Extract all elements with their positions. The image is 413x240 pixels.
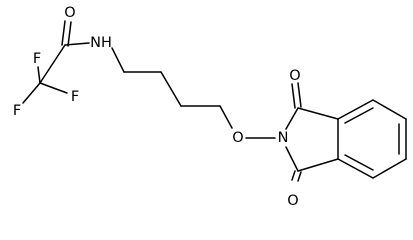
bond-carbonyl-double-1 <box>61 20 66 46</box>
atom-n-imide: N <box>278 130 289 146</box>
bond-carbonyl-double-2 <box>67 21 72 47</box>
bond-nh-to-chain <box>111 47 125 73</box>
bond-n-to-c-bottom <box>285 146 299 172</box>
bond-benzene-2 <box>372 99 407 120</box>
bond-benzene-4 <box>372 158 407 179</box>
atom-nh-amide: NH <box>90 35 112 51</box>
atom-o-imide-top: O <box>289 68 300 84</box>
atom-f-bottom: F <box>71 89 79 105</box>
bond-n-to-c-top <box>285 107 299 130</box>
molecule-structure-diagram: O F F F NH O N O O <box>13 5 407 209</box>
atom-o-amide-carbonyl: O <box>64 5 75 21</box>
bond-carbonyl-to-nh <box>64 42 90 46</box>
bond-cf3-to-f-top <box>37 66 41 84</box>
atom-o-imide-bottom: O <box>287 193 298 209</box>
bond-benzene-5 <box>337 158 374 179</box>
bond-benzene-inner-3 <box>344 154 374 171</box>
bond-benzene-1 <box>337 99 374 120</box>
bond-c-top-to-o-double-2 <box>297 82 302 108</box>
bond-c-top-to-ring <box>297 107 339 120</box>
atom-f-top: F <box>33 51 41 67</box>
bond-c-bottom-to-o-double-2 <box>297 171 302 182</box>
atom-o-ether: O <box>232 130 243 146</box>
bond-chain-2 <box>160 71 182 107</box>
bond-cf3-to-f-left <box>22 82 41 104</box>
bond-c-bottom-to-o-double-1 <box>291 170 296 181</box>
bond-chain-to-o-ether <box>219 105 233 129</box>
bond-benzene-inner-1 <box>344 107 374 124</box>
atom-f-left: F <box>13 103 21 119</box>
bond-cf3-to-f-bottom <box>39 82 68 94</box>
bond-c-top-to-o-double-1 <box>291 83 296 109</box>
bond-carbonyl-to-cf3 <box>39 44 66 84</box>
bond-c-bottom-to-ring <box>297 158 339 172</box>
